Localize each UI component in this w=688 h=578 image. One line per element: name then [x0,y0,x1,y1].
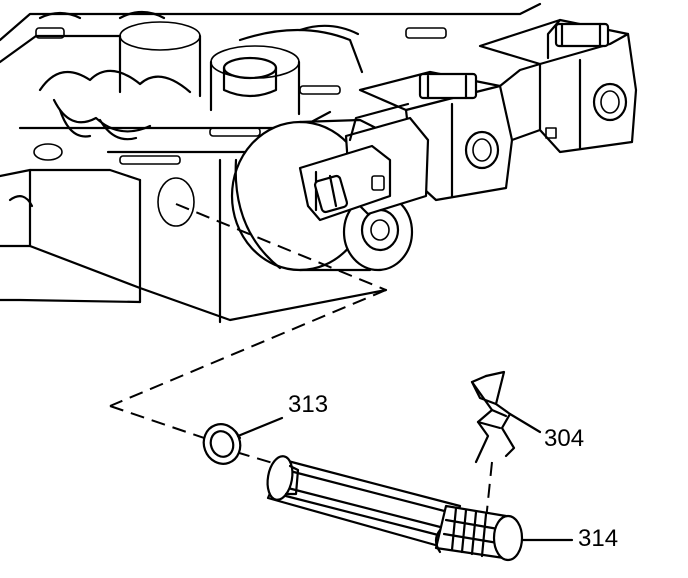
installation-path-lines [109,203,493,521]
solenoid-pin-part [266,455,524,562]
callout-314: 314 [578,525,618,552]
retaining-clip-part [470,370,516,464]
o-ring-seal-part [202,423,242,465]
callout-313: 313 [288,391,328,418]
valve-body [0,2,638,324]
leader-313 [236,416,284,438]
leader-304 [508,412,542,434]
callout-leaders [236,412,574,542]
callout-304: 304 [544,425,584,452]
